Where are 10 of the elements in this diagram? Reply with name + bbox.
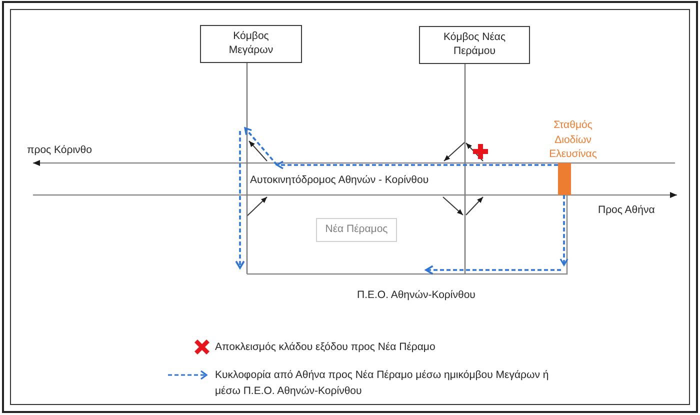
junction-box: Κόμβος Νέας Περάμου (419, 26, 530, 64)
legend-text: Αποκλεισμός κλάδου εξόδου προς Νέα Πέραμο (215, 340, 436, 355)
legend-text: Κυκλοφορία από Αθήνα προς Νέα Πέραμο μέσω ημικόμβου Μεγάρων ή μέσω Π.Ε.Ο. Αθηνών-Κορίνθου (215, 368, 549, 399)
station-label: Σταθμός Διοδίων Ελευσίνας (548, 118, 598, 162)
junction-box: Κόμβος Μεγάρων (200, 25, 302, 63)
road-name: Αυτοκινητόδρομος Αθηνών - Κορίνθου (250, 173, 429, 187)
direction-label: προς Κόρινθο (27, 143, 92, 157)
area-box: Νέα Πέραμος (316, 218, 397, 242)
road-name: Π.Ε.Ο. Αθηνών-Κορίνθου (357, 288, 476, 302)
direction-label: Προς Αθήνα (598, 203, 655, 217)
